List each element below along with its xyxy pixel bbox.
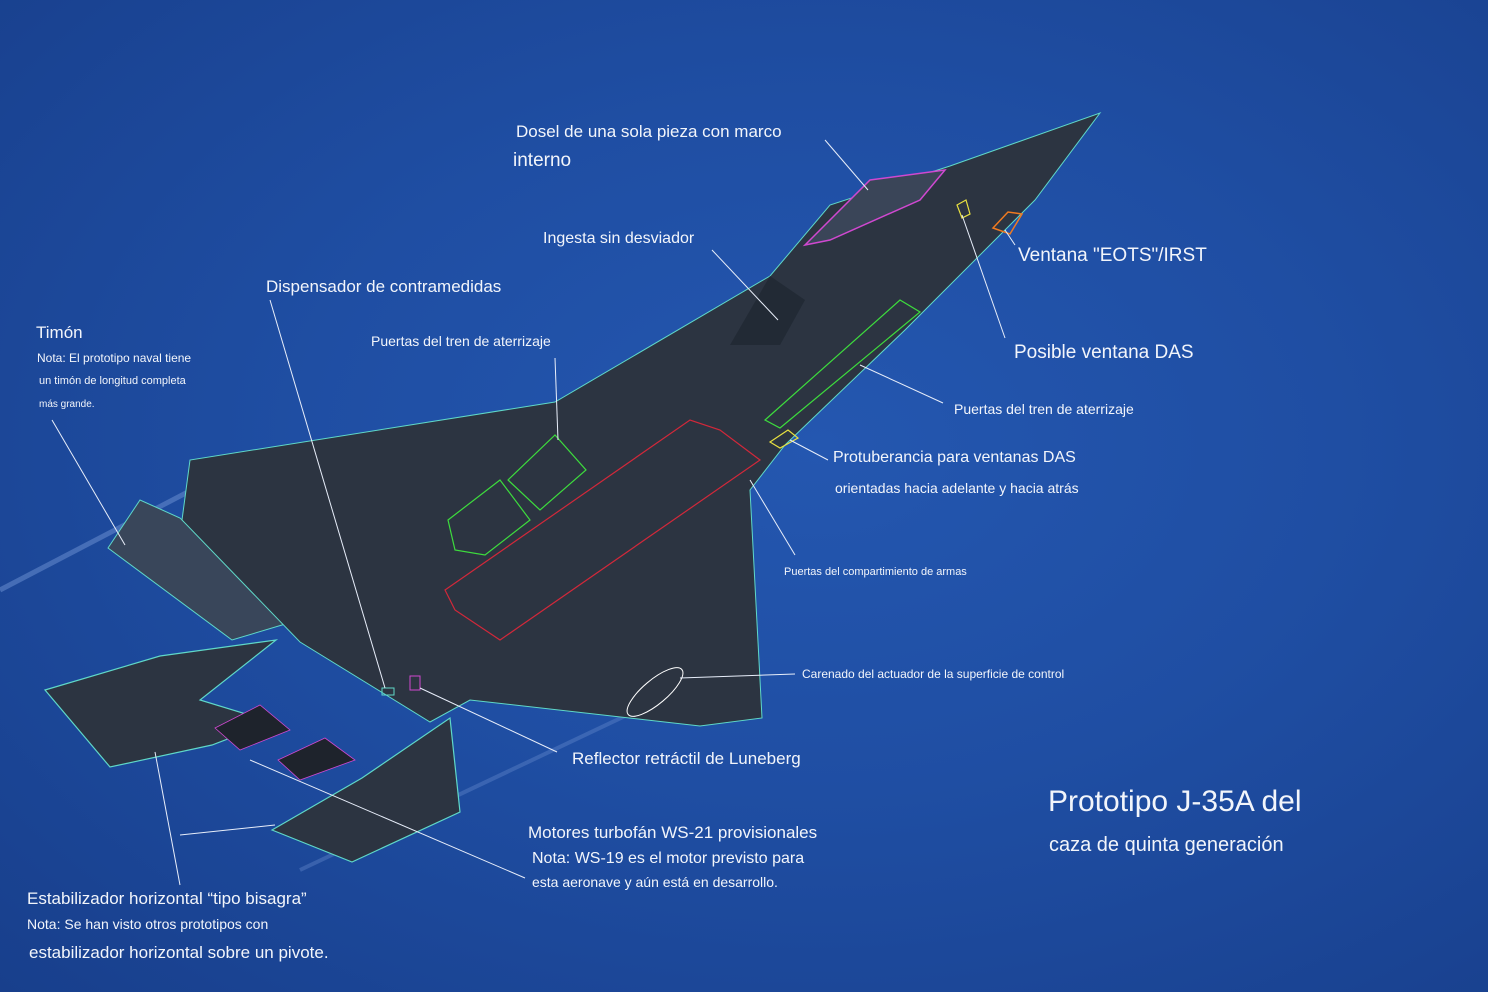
label-intake: Ingesta sin desviador bbox=[543, 230, 695, 247]
rudder-note: un timón de longitud completa bbox=[39, 375, 186, 387]
label-rudder: Timón bbox=[36, 323, 83, 342]
engines-note: esta aeronave y aún está en desarrollo. bbox=[532, 874, 778, 890]
page-subtitle: caza de quinta generación bbox=[1049, 834, 1284, 856]
stabilizer-note: Nota: Se han visto otros prototipos con bbox=[27, 916, 269, 932]
label-gear-doors-left: Puertas del tren de aterrizaje bbox=[371, 333, 551, 349]
leader-lines bbox=[51, 139, 1016, 886]
landing-gear-doors bbox=[763, 299, 922, 429]
rudder-note: Nota: El prototipo naval tiene bbox=[37, 351, 192, 365]
label-gear-doors-right: Puertas del tren de aterrizaje bbox=[954, 401, 1134, 417]
label-das: Posible ventana DAS bbox=[1014, 342, 1194, 363]
actuator-fairing bbox=[626, 667, 684, 717]
label-actuator-fairing: Carenado del actuador de la superficie d… bbox=[802, 667, 1065, 681]
das-bulge bbox=[768, 429, 800, 449]
label-eots: Ventana "EOTS"/IRST bbox=[1018, 245, 1207, 266]
fuselage-wing bbox=[181, 111, 1102, 727]
canopy bbox=[802, 169, 947, 247]
luneberg-reflector bbox=[409, 675, 421, 691]
label-canopy: Dosel de una sola pieza con marco bbox=[516, 122, 782, 141]
engine-nozzle bbox=[214, 704, 291, 751]
stabilizer-note: estabilizador horizontal sobre un pivote… bbox=[29, 943, 329, 962]
engine-nozzle bbox=[277, 737, 356, 781]
eots-window bbox=[991, 211, 1024, 235]
das-window bbox=[956, 199, 971, 219]
label-countermeasures: Dispensador de contramedidas bbox=[266, 277, 502, 296]
landing-gear-doors bbox=[507, 434, 587, 511]
horizontal-stabilizer-right bbox=[270, 716, 461, 863]
label-stabilizer: Estabilizador horizontal “tipo bisagra” bbox=[27, 889, 307, 908]
label-luneberg: Reflector retráctil de Luneberg bbox=[572, 749, 801, 768]
label-weapons-bay: Puertas del compartimiento de armas bbox=[784, 566, 967, 578]
label-canopy-line2: interno bbox=[513, 150, 572, 171]
weapons-bay-doors bbox=[444, 419, 762, 641]
countermeasures-dispenser bbox=[381, 687, 395, 696]
rudder-note: más grande. bbox=[39, 399, 95, 410]
page-title: Prototipo J-35A del bbox=[1048, 785, 1302, 818]
label-das-bulge: Protuberancia para ventanas DAS bbox=[833, 449, 1076, 466]
engines-note: Nota: WS-19 es el motor previsto para bbox=[532, 850, 805, 867]
intake bbox=[730, 276, 805, 345]
label-das-bulge-line2: orientadas hacia adelante y hacia atrás bbox=[835, 480, 1079, 496]
label-engines: Motores turbofán WS-21 provisionales bbox=[528, 823, 818, 842]
horizontal-stabilizer-left bbox=[43, 639, 279, 768]
landing-gear-doors bbox=[447, 479, 531, 556]
